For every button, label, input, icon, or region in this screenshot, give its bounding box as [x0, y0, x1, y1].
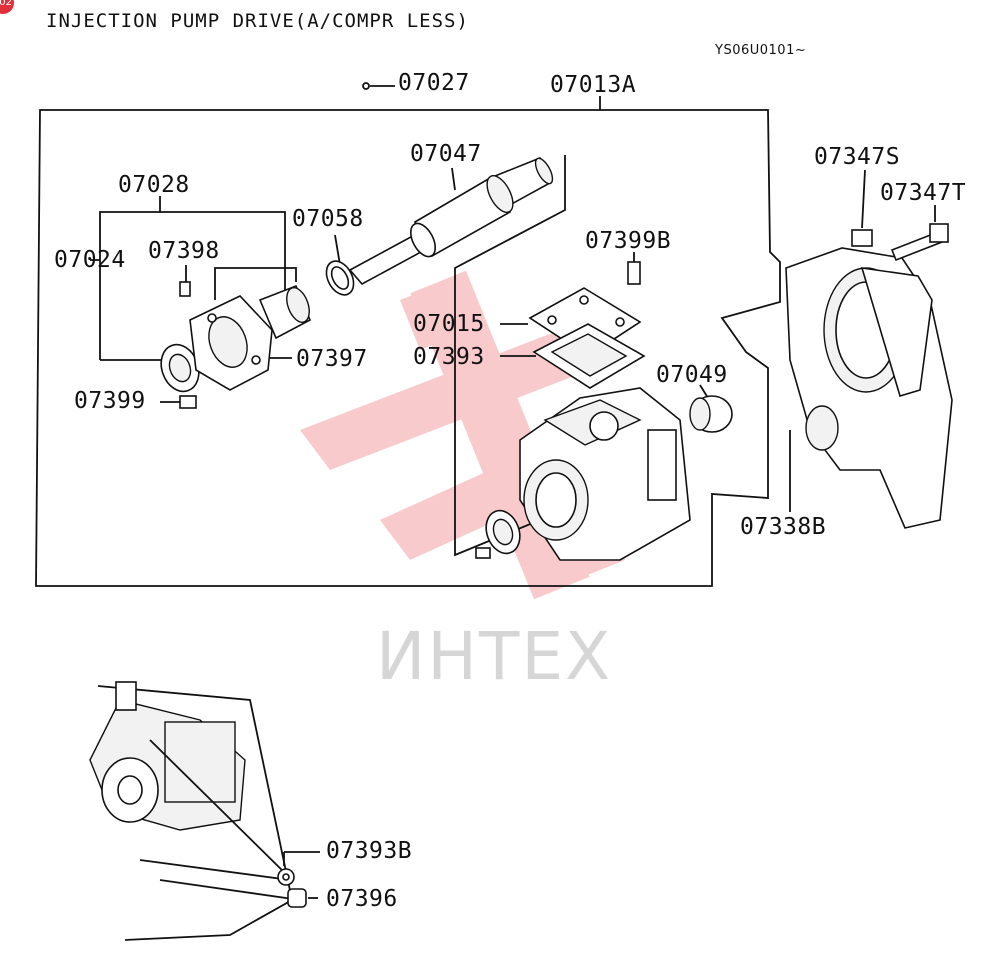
shaft-07047: [348, 156, 554, 286]
part-label-07347T: 07347T: [880, 180, 967, 206]
part-label-07397: 07397: [296, 346, 368, 372]
part-label-07015: 07015: [413, 311, 485, 337]
part-label-07047: 07047: [410, 141, 482, 167]
inset-engine-view: [89, 681, 301, 941]
part-label-07338B: 07338B: [740, 514, 827, 540]
part-label-07393B: 07393B: [326, 838, 413, 864]
part-label-07398: 07398: [148, 238, 220, 264]
part-label-07024: 07024: [54, 247, 126, 273]
watermark-text: ИНТЕХ: [376, 618, 613, 695]
part-label-07049: 07049: [656, 362, 728, 388]
diagram-code: YS06U0101~: [715, 43, 807, 58]
part-label-07396: 07396: [326, 886, 398, 912]
part-label-07399: 07399: [74, 388, 146, 414]
part-label-07028: 07028: [118, 172, 190, 198]
bolt-07398: [179, 281, 191, 297]
part-label-07058: 07058: [292, 206, 364, 232]
assembly-boundary: [35, 109, 781, 587]
gear-case-07338B: [785, 247, 953, 529]
part-label-07399B: 07399B: [585, 228, 672, 254]
bracket-07028: [99, 211, 286, 360]
part-label-07027: 07027: [398, 70, 470, 96]
housing-07013A: [519, 387, 691, 561]
diagram-title: INJECTION PUMP DRIVE(A/COMPR LESS): [46, 10, 469, 32]
part-label-07393: 07393: [413, 344, 485, 370]
shaft-plane: [454, 155, 566, 557]
part-label-07013A: 07013A: [550, 72, 637, 98]
bolt-07399B: [627, 261, 641, 285]
bolt-07347S: [851, 229, 873, 247]
page-badge: 02: [0, 0, 14, 14]
flange-07397: [189, 295, 273, 391]
plug-07396: [287, 888, 307, 908]
bolt-07399: [179, 395, 197, 409]
part-label-07347S: 07347S: [814, 144, 901, 170]
bracket-07398: [214, 267, 297, 300]
